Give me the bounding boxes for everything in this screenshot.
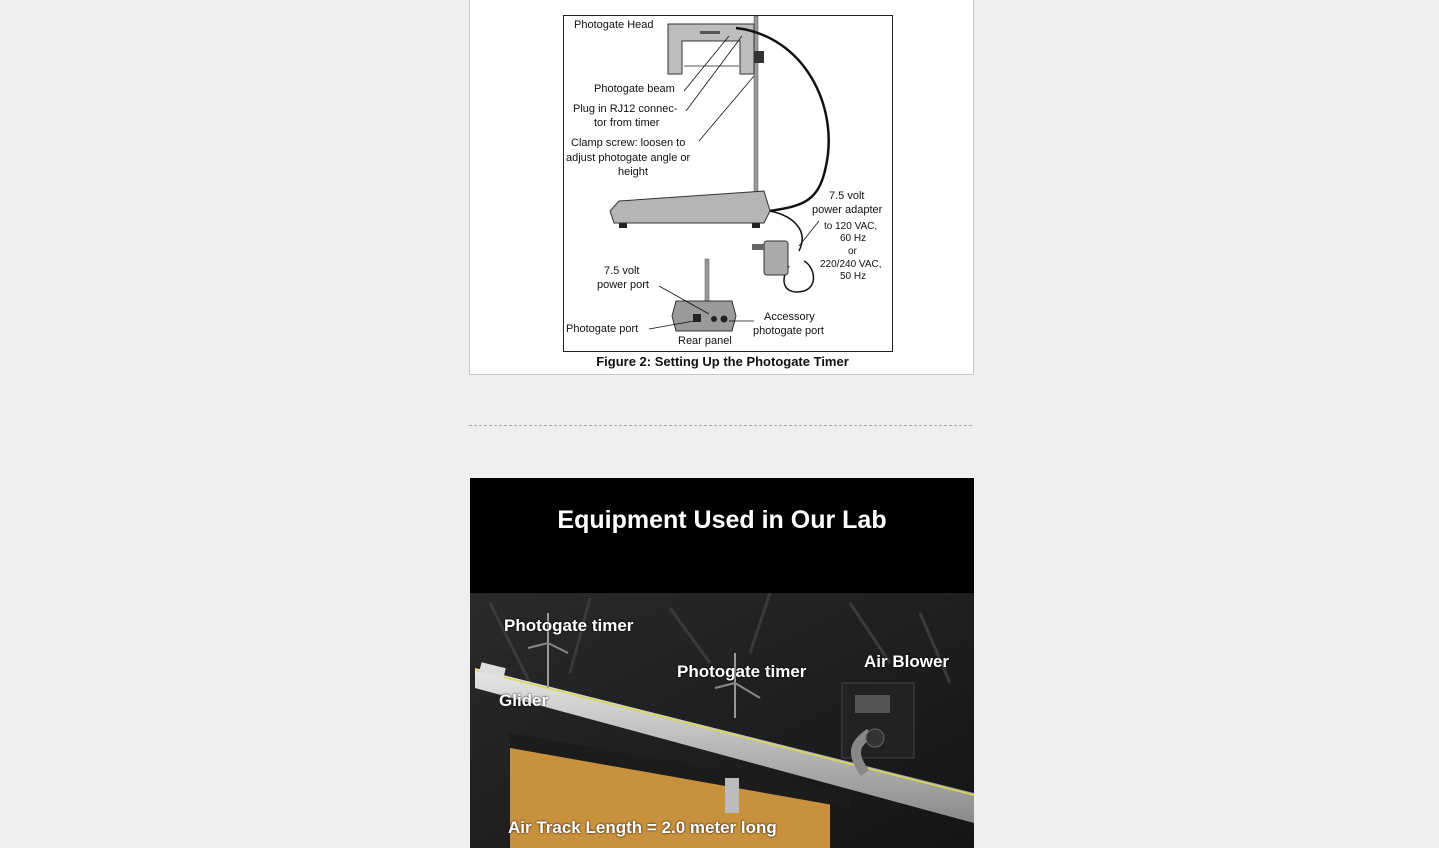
figure-frame: Photogate Head Photogate beam Plug in RJ… (563, 15, 893, 352)
label-photogate-port: Photogate port (566, 323, 639, 335)
label-glider: Glider (499, 691, 549, 710)
lab-equipment-photo (470, 593, 974, 848)
label-adapter-2: power adapter (812, 204, 883, 216)
slide-page: Equipment Used in Our Lab (470, 478, 974, 848)
label-clamp-2: adjust photogate angle or (566, 152, 691, 164)
label-vac-4: 220/240 VAC, (820, 259, 882, 270)
label-photogate-timer-left: Photogate timer (504, 616, 634, 635)
label-power-port-1: 7.5 volt (604, 265, 640, 277)
label-clamp-3: height (618, 166, 648, 178)
page-separator (469, 425, 972, 426)
label-track-length: Air Track Length = 2.0 meter long (508, 818, 777, 837)
label-photogate-head: Photogate Head (574, 19, 654, 31)
label-vac-5: 50 Hz (840, 271, 867, 282)
label-power-port-2: power port (597, 279, 649, 291)
label-plug-in-2: tor from timer (594, 117, 660, 129)
label-vac-1: to 120 VAC, (824, 221, 878, 232)
label-clamp-1: Clamp screw: loosen to (571, 137, 686, 149)
label-plug-in-1: Plug in RJ12 connec- (573, 103, 678, 115)
figure-caption: Figure 2: Setting Up the Photogate Timer (596, 354, 849, 369)
label-vac-3: or (848, 246, 857, 257)
photogate-diagram (609, 16, 830, 332)
label-air-blower: Air Blower (864, 652, 950, 671)
label-photogate-timer-middle: Photogate timer (677, 662, 807, 681)
label-accessory-1: Accessory (764, 311, 815, 323)
label-accessory-2: photogate port (753, 325, 824, 337)
slide-title: Equipment Used in Our Lab (557, 506, 887, 534)
label-adapter-1: 7.5 volt (829, 190, 865, 202)
document-page: Photogate Head Photogate beam Plug in RJ… (469, 0, 974, 375)
label-photogate-beam: Photogate beam (594, 83, 675, 95)
label-vac-2: 60 Hz (840, 233, 867, 244)
label-rear-panel: Rear panel (678, 335, 732, 347)
